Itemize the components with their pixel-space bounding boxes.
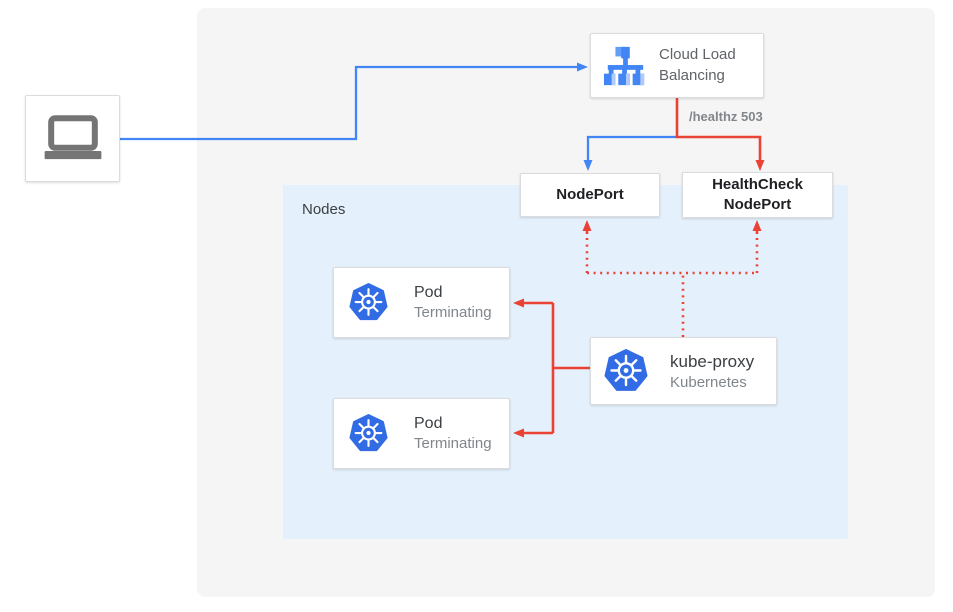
cloud-load-balancing-icon <box>603 46 645 85</box>
kubernetes-icon <box>604 349 648 391</box>
wire-client-to-cloud-lb <box>120 62 588 141</box>
kube-proxy-node: kube-proxy Kubernetes <box>590 337 777 405</box>
wire-kube-proxy-dotted <box>585 236 759 337</box>
kubernetes-icon <box>349 283 388 321</box>
pod-title: Pod <box>414 284 443 301</box>
pod-node-1: Pod Terminating <box>333 267 510 338</box>
pod-status: Terminating <box>414 304 492 321</box>
pod-title: Pod <box>414 415 443 432</box>
healthcheck-nodeport-node: HealthCheck NodePort <box>682 172 833 218</box>
nodeport-label: NodePort <box>556 185 624 203</box>
wire-cloud-lb-to-healthcheck-nodeport <box>675 98 765 171</box>
pod-node-2: Pod Terminating <box>333 398 510 469</box>
healthz-503-label: /healthz 503 <box>689 109 763 124</box>
kube-proxy-title: kube-proxy <box>670 351 755 371</box>
nodeport-node: NodePort <box>520 173 660 217</box>
cloud-load-balancing-node: Cloud Load Balancing <box>590 33 764 98</box>
pod-status: Terminating <box>414 435 492 452</box>
wire-cloud-lb-to-nodeport <box>583 135 677 171</box>
cloud-load-balancing-label: Cloud Load Balancing <box>659 46 736 84</box>
wire-kube-proxy-split <box>551 303 590 433</box>
healthcheck-nodeport-label: HealthCheck NodePort <box>712 175 803 213</box>
nodes-container-label: Nodes <box>302 201 346 218</box>
client-node <box>25 95 120 182</box>
laptop-icon <box>44 114 101 159</box>
kube-proxy-subtitle: Kubernetes <box>670 373 747 391</box>
kubernetes-icon <box>349 414 388 452</box>
